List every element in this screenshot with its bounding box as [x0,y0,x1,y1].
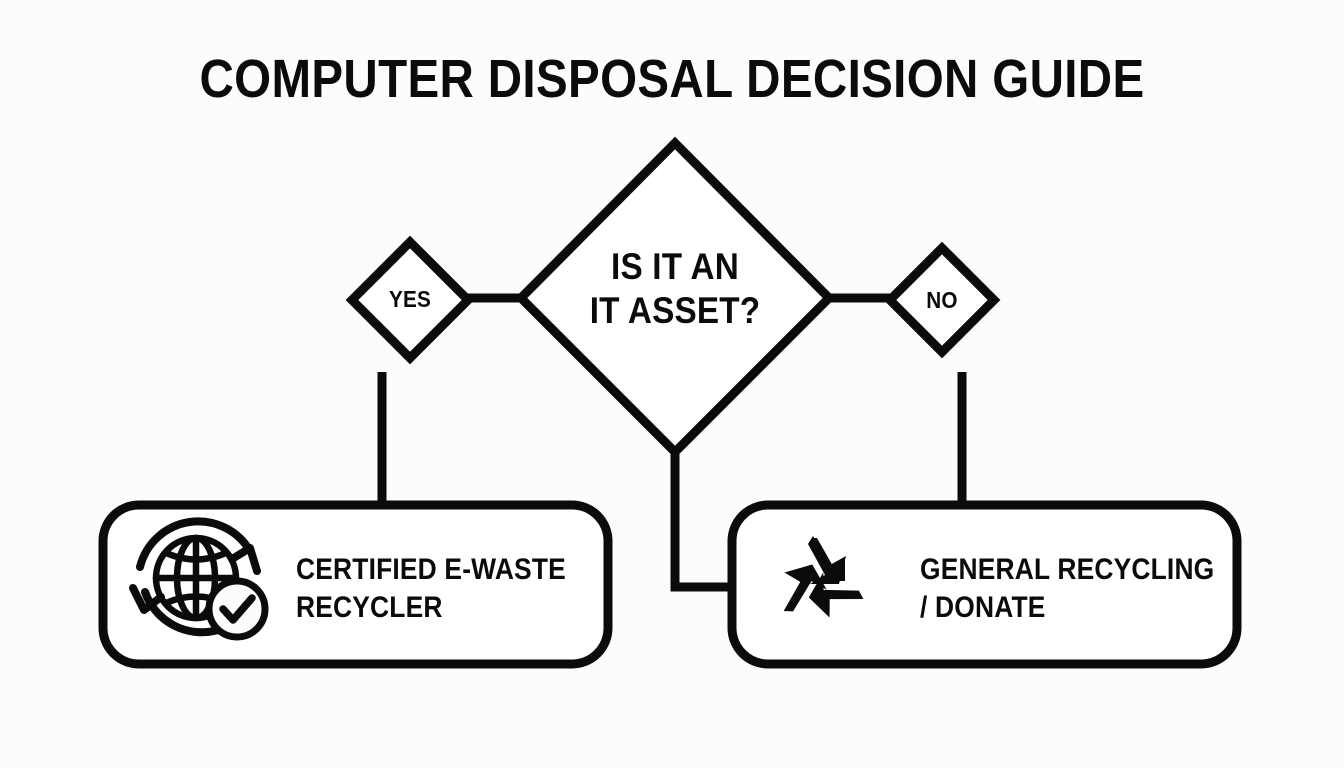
certified-ewaste-recycler-box[interactable] [98,500,613,669]
page-title: COMPUTER DISPOSAL DECISION GUIDE [199,49,1145,109]
yes-diamond-shape [345,235,475,365]
no-diamond-label: NO [926,287,958,313]
connector-decision-to-recycling-box [670,448,736,592]
no-diamond-shape [883,241,1001,359]
no-diamond[interactable] [883,241,1001,359]
recycling-symbol-icon [783,536,864,618]
certified-ewaste-recycler-label: CERTIFIED E-WASTE RECYCLER [296,553,566,624]
decision-diamond-shape [514,136,836,459]
yes-diamond[interactable] [345,235,475,365]
general-recycling-donate-box-shape [727,500,1242,669]
globe-recycle-check-icon [129,517,269,641]
connector-layer [377,293,967,592]
general-recycling-donate-label: GENERAL RECYCLING / DONATE [920,553,1215,624]
decision-diamond-label: IS IT AN IT ASSET? [589,246,761,331]
decision-diamond[interactable] [514,136,836,459]
yes-diamond-label: YES [389,286,431,312]
general-recycling-donate-box[interactable] [727,500,1242,669]
